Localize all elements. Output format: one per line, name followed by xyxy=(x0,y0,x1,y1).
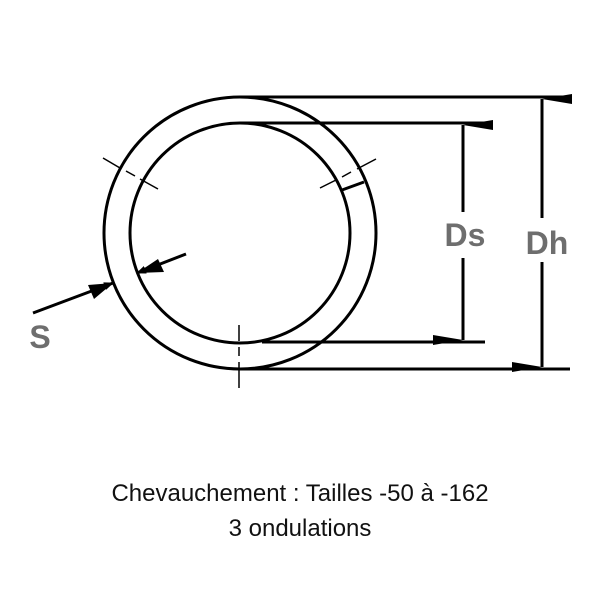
inner-circle xyxy=(128,121,352,345)
outer-circle xyxy=(102,95,378,371)
caption-line-2: 3 ondulations xyxy=(228,515,372,542)
overlap-connector xyxy=(341,180,365,192)
ds-label: Ds xyxy=(445,217,486,253)
center-mark-upper-left xyxy=(102,157,159,190)
s-outer-arrowhead xyxy=(88,283,113,299)
dh-label: Dh xyxy=(526,225,569,261)
s-label: S xyxy=(29,319,50,355)
center-mark-upper-right xyxy=(319,158,377,189)
caption-line-1: Chevauchement : Tailles -50 à -162 xyxy=(111,480,489,507)
s-inner-arrowhead xyxy=(137,259,164,273)
